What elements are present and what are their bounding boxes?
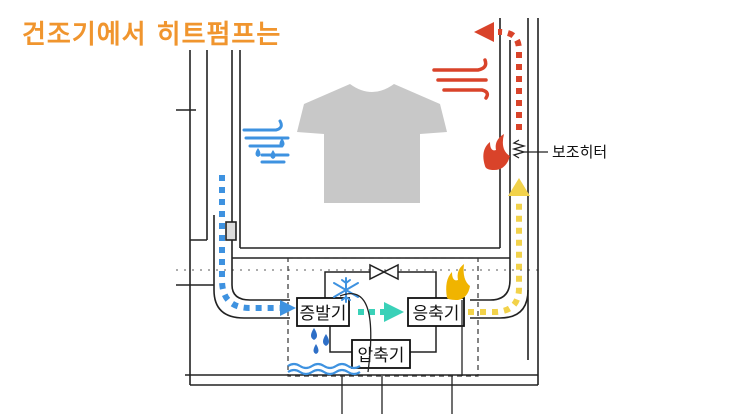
warm-air-arrow xyxy=(508,178,530,196)
aux-heater-label: 보조히터 xyxy=(552,143,607,161)
aux-heater: 보조히터 xyxy=(511,139,607,161)
condensate-drops-icon xyxy=(311,328,329,354)
drain-pipes xyxy=(339,293,463,414)
evaporator-box: 증발기 xyxy=(296,297,350,327)
tshirt-icon xyxy=(297,84,447,203)
cold-air-flow xyxy=(219,175,282,311)
heat-pump-module-box xyxy=(287,257,479,377)
evaporator-label: 증발기 xyxy=(300,304,347,324)
cold-air-arrow xyxy=(280,300,296,316)
compressor-box: 압축기 xyxy=(351,339,411,369)
condenser-box: 응축기 xyxy=(407,297,465,327)
expansion-valve xyxy=(369,263,399,281)
snowflake-icon xyxy=(333,277,359,303)
water-waves-icon xyxy=(287,362,361,376)
page-title: 건조기에서 히트펌프는 xyxy=(22,20,282,50)
cabinet-outline xyxy=(176,18,540,386)
refrigerant-loop xyxy=(324,271,437,353)
hot-air-arrow xyxy=(474,22,494,42)
hot-wind-icon xyxy=(432,58,490,100)
heater-flame-icon xyxy=(483,134,510,170)
transfer-flow xyxy=(358,302,404,322)
condenser-label: 응축기 xyxy=(413,304,460,324)
compressor-label: 압축기 xyxy=(358,346,405,366)
hot-air-flow xyxy=(498,29,522,130)
condenser-flame-icon xyxy=(446,264,470,300)
warm-air-flow xyxy=(468,200,522,315)
water-drop-icon xyxy=(255,138,285,159)
